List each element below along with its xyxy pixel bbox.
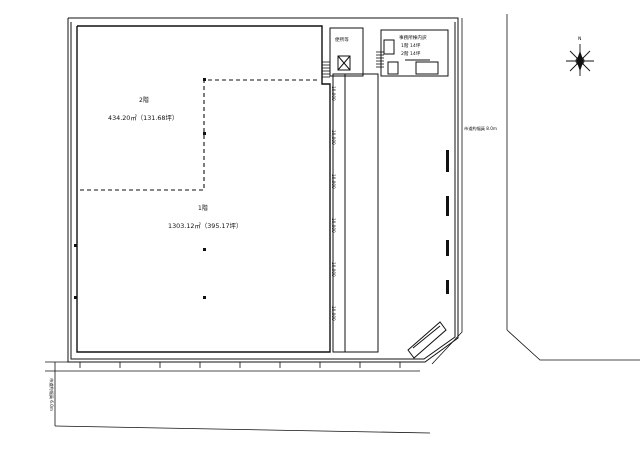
right-wall-bars [446, 150, 449, 294]
road-right-label: 市道約幅員 8.0m [464, 125, 497, 132]
corridor-dim-1: 10,000 [331, 86, 336, 101]
corridor-dim-5: 10,000 [331, 262, 336, 277]
office-line2: 2階 14坪 [401, 50, 421, 57]
column-markers [74, 78, 206, 299]
stairs-symbols [322, 51, 384, 78]
office-room-box [380, 29, 449, 77]
zone-1f-label: 1階 [198, 204, 208, 212]
corner-gate [407, 321, 447, 359]
corridor-strip [332, 73, 379, 353]
zone-2f-area: 434.20㎡（131.68坪） [108, 113, 178, 122]
compass-north-label: N [578, 36, 581, 42]
compass-icon [566, 44, 594, 76]
zone-1f-area: 1303.12㎡（395.17坪） [168, 221, 242, 230]
corridor-dim-6: 10,000 [331, 306, 336, 321]
office-title: 事務所棟内訳 [399, 34, 427, 41]
zone-2f-label: 2階 [139, 96, 149, 104]
corridor-dim-4: 10,000 [331, 218, 336, 233]
corridor-dims: 10,000 10,000 10,000 10,000 10,000 10,00… [331, 86, 336, 321]
bottom-wall-ticks [79, 362, 401, 368]
main-building [76, 25, 331, 353]
site-boundary [67, 17, 459, 363]
corridor-dim-2: 10,000 [331, 130, 336, 145]
corridor-dim-3: 10,000 [331, 174, 336, 189]
zone-2f-outline [80, 79, 318, 191]
room-mid-label: 便所等 [335, 36, 349, 43]
office-line1: 1階 14坪 [401, 42, 421, 49]
road-lines [45, 14, 640, 434]
road-left-label: 市道約幅員 6.0m [48, 378, 55, 411]
room-mid-box [329, 27, 364, 77]
